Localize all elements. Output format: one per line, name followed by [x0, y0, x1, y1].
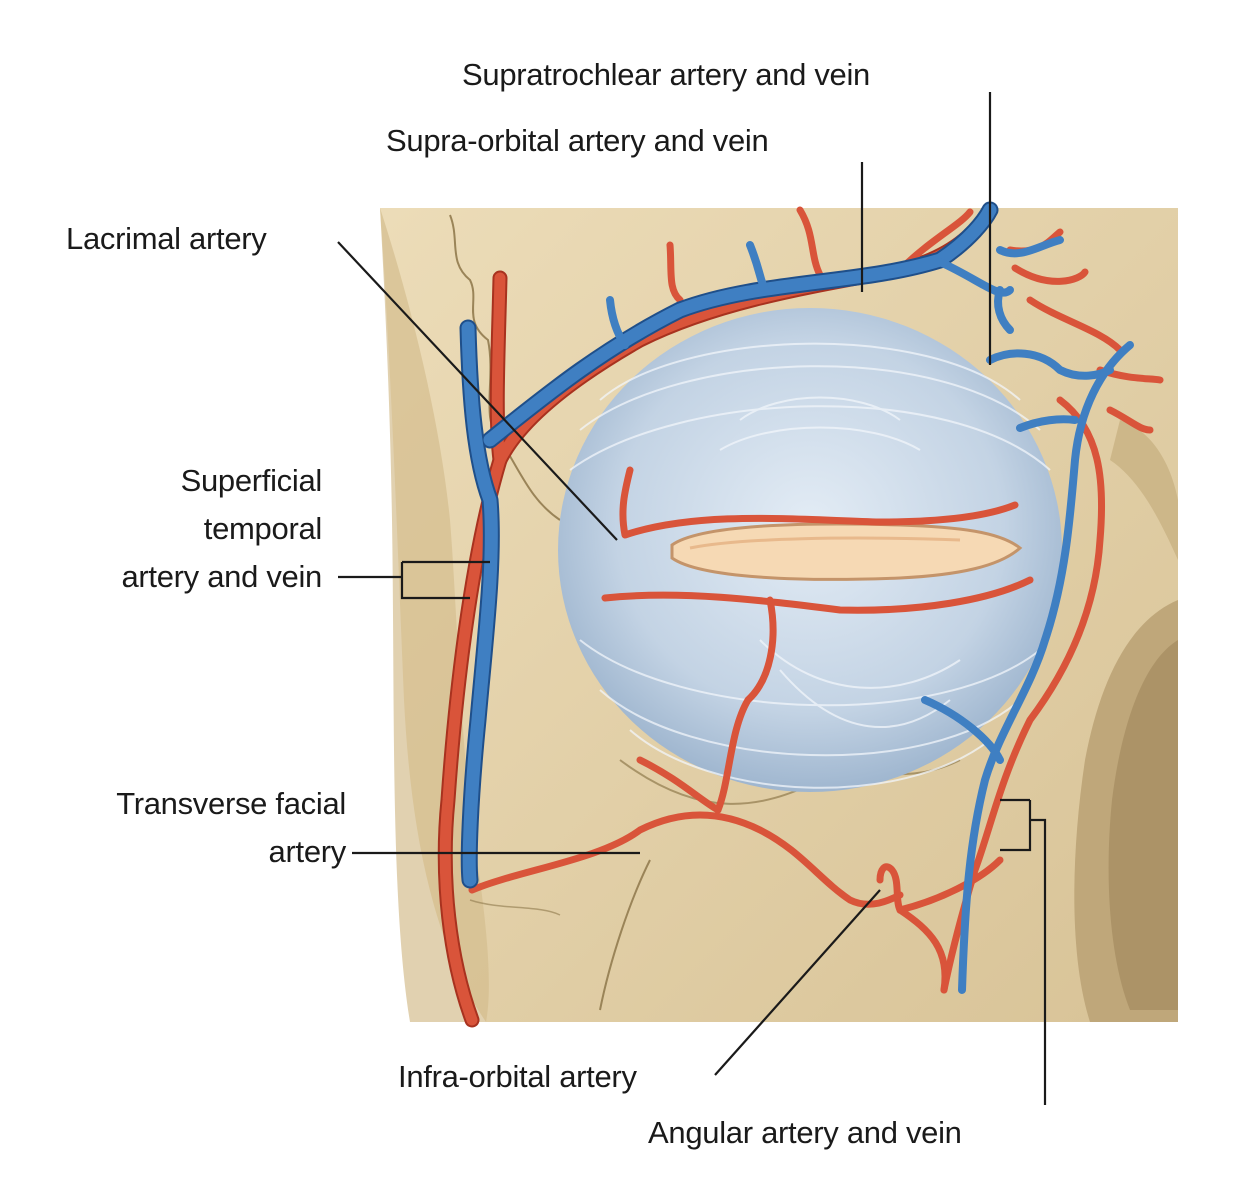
label-superficial-temporal-line1: Superficial	[180, 463, 323, 498]
label-superficial-temporal-line2: temporal	[203, 511, 323, 546]
label-transverse-facial-line2: artery	[268, 834, 347, 869]
leader-lacrimal	[337, 241, 618, 541]
leader-infraorbital	[714, 889, 881, 1076]
leader-angular	[1000, 798, 1047, 1105]
leader-lines	[337, 92, 1047, 1105]
label-lacrimal: Lacrimal artery	[66, 221, 267, 256]
label-supraorbital: Supra-orbital artery and vein	[386, 123, 769, 158]
label-superficial-temporal-line3: artery and vein	[121, 559, 322, 594]
label-supratrochlear: Supratrochlear artery and vein	[462, 57, 871, 92]
orbicularis-oculi-muscle	[558, 308, 1062, 792]
label-infraorbital: Infra-orbital artery	[398, 1059, 637, 1094]
label-transverse-facial-line1: Transverse facial	[116, 786, 346, 821]
veins	[459, 201, 1134, 994]
leader-superficial-temporal	[338, 560, 490, 600]
label-angular: Angular artery and vein	[648, 1115, 962, 1150]
